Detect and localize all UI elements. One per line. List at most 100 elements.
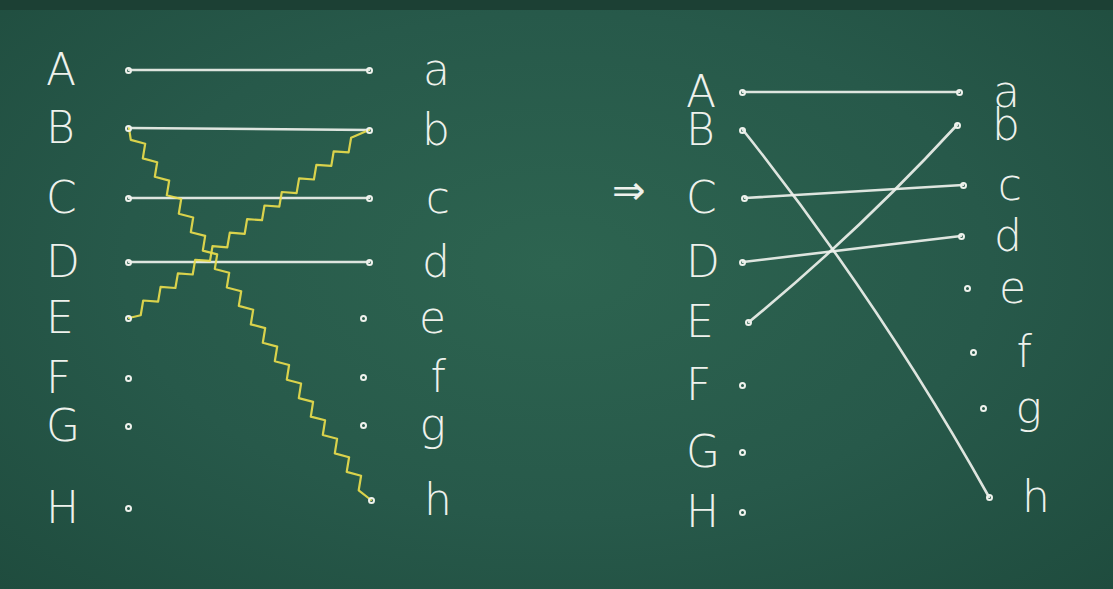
vertex-dot [366, 67, 373, 74]
vertex-letter: e [419, 296, 446, 340]
vertex-letter: d [994, 214, 1022, 258]
vertex-letter: c [426, 176, 450, 220]
vertex-dot [360, 374, 367, 381]
matching-edge [129, 261, 369, 264]
vertex-dot [739, 449, 746, 456]
vertex-letter: f [431, 355, 447, 399]
vertex-dot [970, 349, 977, 356]
vertex-dot [741, 195, 748, 202]
vertex-dot [125, 125, 132, 132]
matching-edge [743, 236, 961, 262]
vertex-node: E [686, 294, 752, 350]
vertex-letter: G [686, 430, 720, 474]
vertex-dot [360, 315, 367, 322]
vertex-dot [964, 285, 971, 292]
vertex-node: g [360, 397, 446, 453]
vertex-dot [125, 195, 132, 202]
vertex-node: b [954, 97, 1020, 153]
vertex-node: C [46, 170, 132, 226]
vertex-node: f [360, 349, 446, 405]
vertex-node: c [960, 157, 1022, 213]
vertex-dot [366, 259, 373, 266]
vertex-dot [368, 497, 375, 504]
vertex-letter: d [422, 240, 450, 284]
vertex-node: G [46, 398, 132, 454]
vertex-dot [739, 382, 746, 389]
augmenting-path [129, 130, 369, 318]
vertex-node: D [686, 234, 746, 290]
vertex-letter: B [686, 108, 715, 152]
vertex-dot [958, 233, 965, 240]
vertex-node: H [46, 480, 132, 536]
vertex-node: b [366, 102, 450, 158]
vertex-dot [954, 122, 961, 129]
vertex-node: c [366, 170, 450, 226]
vertex-letter: D [686, 240, 720, 284]
vertex-letter: a [423, 48, 450, 92]
vertex-letter: h [1022, 475, 1050, 519]
vertex-dot [739, 89, 746, 96]
vertex-letter: G [46, 404, 80, 448]
vertex-dot [745, 319, 752, 326]
vertex-dot [739, 259, 746, 266]
vertex-dot [125, 375, 132, 382]
vertex-letter: F [686, 363, 711, 407]
matching-edge [749, 125, 957, 322]
vertex-dot [125, 505, 132, 512]
matching-edge [129, 128, 369, 130]
vertex-dot [360, 422, 367, 429]
vertex-letter: D [46, 240, 80, 284]
vertex-letter: b [422, 108, 450, 152]
vertex-dot [956, 89, 963, 96]
vertex-node: B [686, 102, 746, 158]
matching-edge [743, 130, 989, 497]
vertex-node: G [686, 424, 746, 480]
vertex-letter: E [686, 300, 714, 344]
matching-edge [745, 185, 963, 198]
vertex-dot [125, 259, 132, 266]
vertex-node: g [980, 380, 1042, 436]
vertex-node: B [46, 100, 132, 156]
vertex-letter: E [46, 296, 74, 340]
vertex-node: F [686, 357, 746, 413]
vertex-letter: f [1017, 330, 1033, 374]
matching-edge [129, 69, 369, 72]
vertex-letter: A [46, 48, 76, 92]
vertex-node: f [970, 324, 1032, 380]
vertex-node: a [366, 42, 450, 98]
vertex-node: H [686, 484, 746, 540]
implies-arrow: ⇒ [612, 170, 646, 210]
vertex-letter: C [686, 176, 717, 220]
vertex-dot [986, 494, 993, 501]
vertex-letter: B [46, 106, 75, 150]
vertex-dot [125, 315, 132, 322]
vertex-node: d [958, 208, 1022, 264]
vertex-node: d [366, 234, 450, 290]
vertex-node: h [986, 469, 1050, 525]
vertex-letter: F [46, 356, 71, 400]
vertex-dot [960, 182, 967, 189]
vertex-letter: b [992, 103, 1020, 147]
vertex-dot [125, 423, 132, 430]
vertex-dot [739, 127, 746, 134]
vertex-letter: g [420, 403, 446, 447]
vertex-letter: H [46, 486, 79, 530]
vertex-dot [366, 195, 373, 202]
vertex-node: A [46, 42, 132, 98]
matching-edge [129, 197, 369, 200]
vertex-dot [739, 509, 746, 516]
vertex-letter: e [999, 266, 1026, 310]
vertex-dot [125, 67, 132, 74]
vertex-node: e [360, 290, 446, 346]
matching-edge [743, 91, 959, 94]
vertex-dot [980, 405, 987, 412]
augmenting-path [129, 128, 371, 500]
vertex-node: F [46, 350, 132, 406]
vertex-letter: c [998, 163, 1022, 207]
vertex-letter: C [46, 176, 77, 220]
vertex-node: h [368, 472, 452, 528]
vertex-node: e [964, 260, 1026, 316]
vertex-letter: g [1016, 386, 1042, 430]
